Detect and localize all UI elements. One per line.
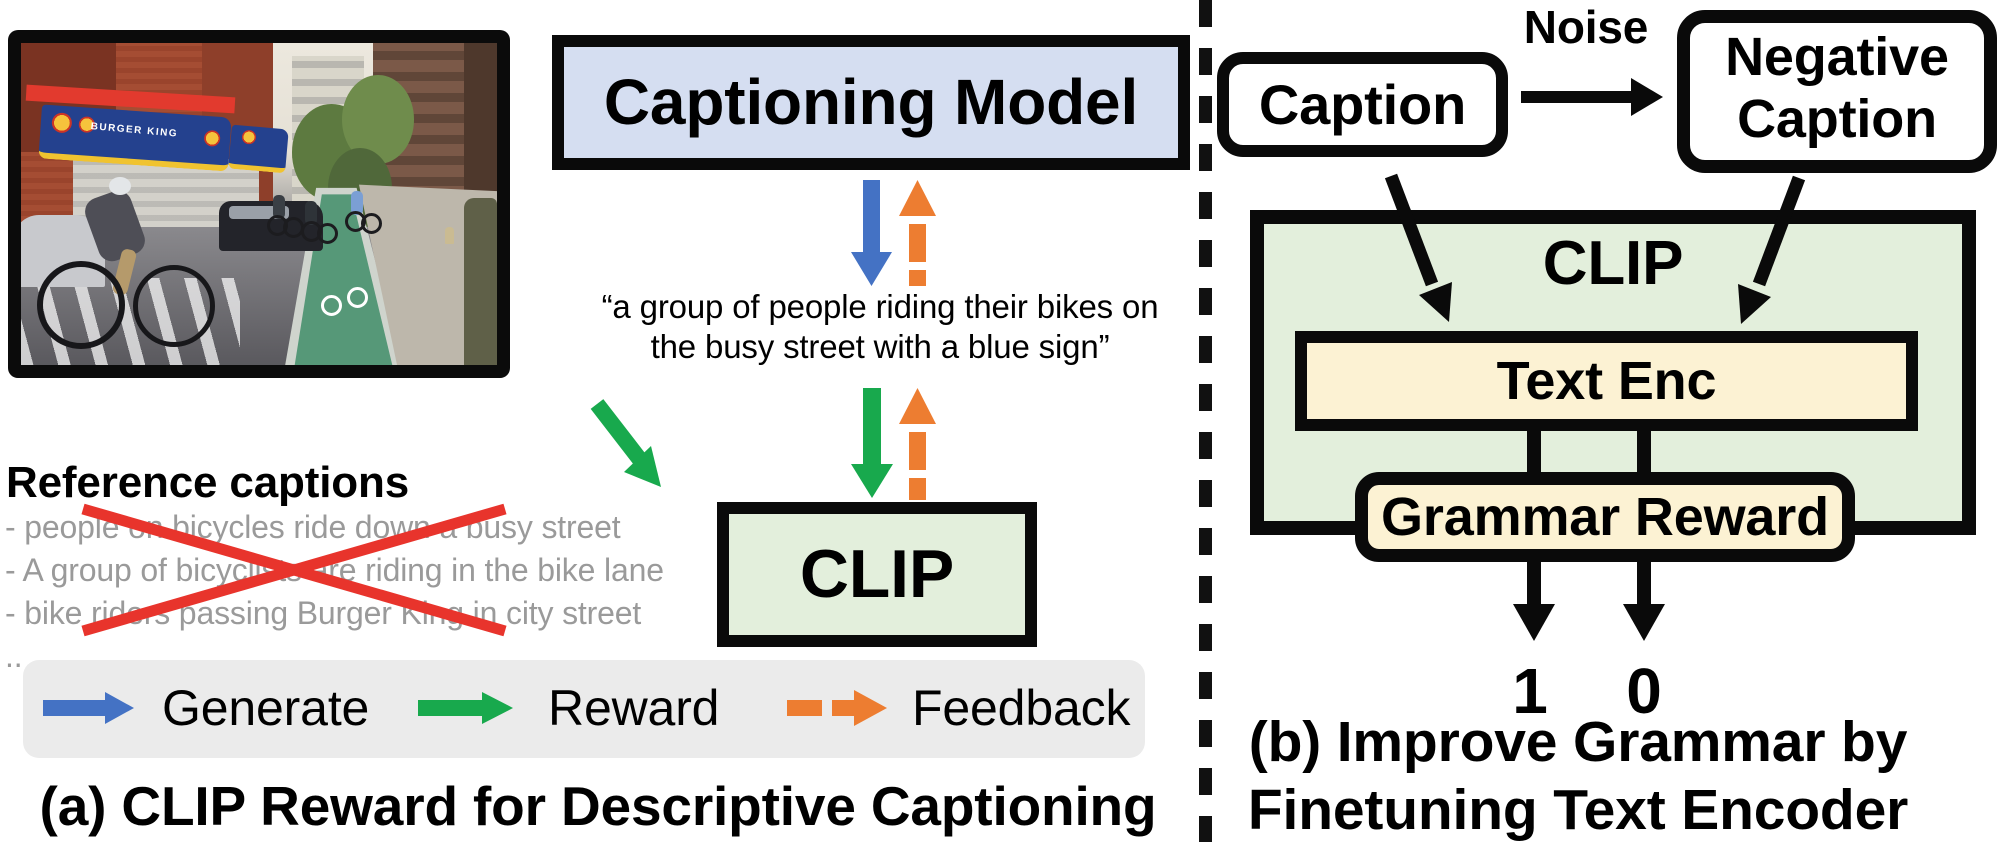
reference-caption-more: ..: [5, 638, 23, 674]
photo-pedestrian: [463, 197, 497, 365]
grammar-to-output-arrow-left: [1513, 560, 1555, 641]
reference-caption-item: - people on bicycles ride down a busy st…: [5, 509, 621, 545]
panel-b-title-line1: (b) Improve Grammar by: [1248, 710, 1908, 774]
photo-bike-wheel: [133, 265, 215, 347]
street-photo-frame: BURGER KING: [8, 30, 510, 378]
generated-caption-line1: “a group of people riding their bikes on: [601, 288, 1159, 325]
legend-reward-label: Reward: [548, 680, 720, 736]
reward-arrow: [851, 388, 893, 498]
text-encoder-label: Text Enc: [1496, 351, 1717, 411]
clip-finetune-label: CLIP: [1542, 229, 1684, 298]
photo-fire-hydrant: [445, 226, 455, 244]
photo-lane-bike-marking: [321, 295, 342, 316]
legend: [23, 660, 1145, 758]
photo-cyclist-blue-shirt: [351, 191, 363, 215]
grammar-reward-box: Grammar Reward: [1355, 472, 1855, 562]
burger-king-sign-text: BURGER KING: [89, 120, 179, 139]
photo-cyclist-wheel: [361, 213, 382, 234]
legend-feedback-label: Feedback: [912, 680, 1131, 736]
clip-box: CLIP: [717, 502, 1037, 647]
grammar-reward-label: Grammar Reward: [1381, 487, 1829, 547]
captioning-model-label: Captioning Model: [603, 66, 1139, 138]
reference-captions-list: - people on bicycles ride down a busy st…: [5, 506, 665, 678]
reference-caption-item: - bike riders passing Burger King in cit…: [5, 595, 642, 631]
caption-box: Caption: [1217, 52, 1508, 157]
legend-generate-label: Generate: [162, 680, 370, 736]
reference-caption-item: - A group of bicyclists are riding in th…: [5, 552, 664, 588]
photo-lane-bike-marking: [347, 287, 368, 308]
noise-arrow: [1521, 78, 1663, 116]
reference-captions-heading: Reference captions: [6, 458, 410, 507]
panel-divider-dashed-line: [1199, 0, 1212, 842]
burger-king-logo-icon: [203, 128, 221, 147]
negative-caption-line1: Negative: [1725, 27, 1949, 87]
grammar-to-output-arrow-right: [1623, 560, 1665, 641]
feedback-arrow-bottom: [899, 388, 936, 500]
photo-cyclist: [305, 201, 317, 225]
caption-box-label: Caption: [1258, 73, 1467, 136]
burger-king-logo-icon: [242, 129, 258, 145]
photo-cyclist: [273, 195, 285, 219]
feedback-arrow-top: [899, 180, 936, 286]
output-score-negative: 0: [1626, 655, 1662, 727]
negative-caption-line2: Caption: [1737, 89, 1937, 149]
image-to-clip-reward-arrow: [590, 399, 661, 487]
photo-bike-wheel: [37, 261, 125, 349]
noise-label: Noise: [1523, 1, 1649, 53]
burger-king-awning-small: [228, 124, 290, 173]
output-score-positive: 1: [1512, 655, 1548, 727]
clip-label: CLIP: [799, 536, 955, 612]
generated-caption-line2: the busy street with a blue sign”: [650, 328, 1110, 365]
text-encoder-box: Text Enc: [1295, 331, 1918, 431]
generated-caption-text: “a group of people riding their bikes on…: [545, 287, 1215, 367]
generate-arrow: [851, 180, 892, 286]
captioning-model-box: Captioning Model: [552, 35, 1190, 170]
photo-cyclist-wheel: [317, 223, 338, 244]
panel-b-title: (b) Improve Grammar by Finetuning Text E…: [1180, 708, 1976, 844]
street-photo: BURGER KING: [21, 43, 497, 365]
panel-a-title: (a) CLIP Reward for Descriptive Captioni…: [39, 775, 1157, 837]
panel-b-title-line2: Finetuning Text Encoder: [1247, 778, 1909, 842]
photo-cyclist-helmet: [109, 177, 131, 195]
burger-king-logo-icon: [51, 112, 73, 134]
negative-caption-box: Negative Caption: [1677, 10, 1997, 173]
